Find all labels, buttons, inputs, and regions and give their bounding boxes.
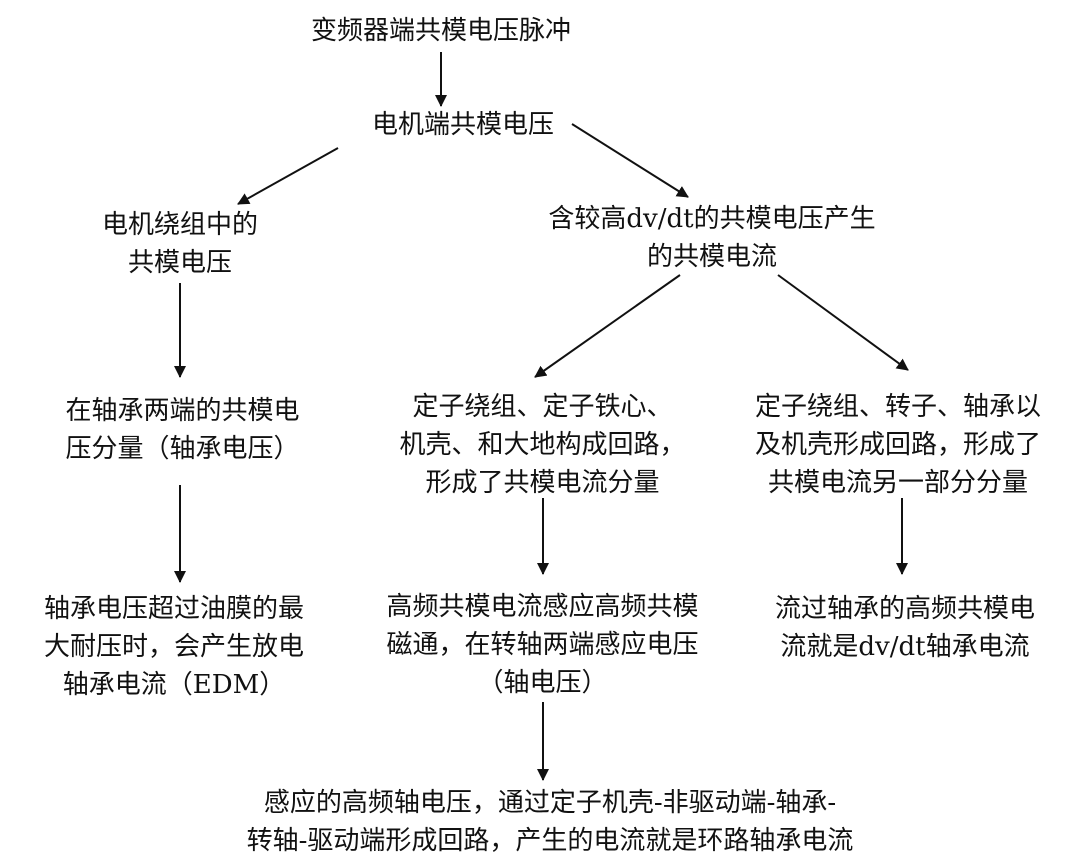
node-motor-cm-voltage: 电机端共模电压 [348,106,578,144]
arrow-motor-to-dvdt [571,123,689,198]
node-line: 轴承电流（EDM） [62,670,286,700]
node-line: 轴承电压超过油膜的最 [43,594,304,624]
node-high-dvdt-cm-current: 含较高dv/dt的共模电压产生 的共模电流 [520,200,904,276]
node-line: 定子绕组、定子铁心、 [412,392,673,422]
node-bearing-voltage: 在轴承两端的共模电 压分量（轴承电压） [40,392,325,468]
node-line: 高频共模电流感应高频共模 [386,592,699,622]
node-line: 及机壳形成回路，形成了 [754,430,1041,460]
node-line: 流过轴承的高频共模电 [774,594,1035,624]
node-line: 感应的高频轴电压，通过定子机壳-非驱动端-轴承- [263,788,837,818]
node-stator-rotor-loop: 定子绕组、转子、轴承以 及机壳形成回路，形成了 共模电流另一部分分量 [728,388,1068,502]
node-line: 机壳、和大地构成回路， [399,430,686,460]
node-line: 电机端共模电压 [371,110,554,140]
node-line: （轴电压） [477,668,608,698]
node-winding-cm-voltage: 电机绕组中的 共模电压 [80,206,280,282]
node-line: 变频器端共模电压脉冲 [310,16,571,46]
node-line: 在轴承两端的共模电 [65,396,300,426]
node-line: 流就是dv/dt轴承电流 [780,632,1030,662]
node-line: 电机绕组中的 [101,210,258,240]
arrow-dvdt-to-stator-core [534,274,681,378]
node-line: 磁通，在转轴两端感应电压 [386,630,699,660]
node-line: 定子绕组、转子、轴承以 [754,392,1041,422]
node-line: 形成了共模电流分量 [425,468,660,498]
node-line: 共模电流另一部分分量 [767,468,1028,498]
node-line: 的共模电流 [646,242,777,272]
node-line: 大耐压时，会产生放电 [43,632,304,662]
node-line: 共模电压 [127,248,232,278]
arrow-motor-to-winding [237,147,339,205]
node-loop-bearing-current: 感应的高频轴电压，通过定子机壳-非驱动端-轴承- 转轴-驱动端形成回路，产生的电… [200,784,900,860]
node-line: 转轴-驱动端形成回路，产生的电流就是环路轴承电流 [246,826,854,856]
node-dvdt-bearing-current: 流过轴承的高频共模电 流就是dv/dt轴承电流 [750,590,1060,666]
node-stator-core-loop: 定子绕组、定子铁心、 机壳、和大地构成回路， 形成了共模电流分量 [375,388,710,502]
arrow-dvdt-to-stator-rotor [777,274,909,371]
node-edm-current: 轴承电压超过油膜的最 大耐压时，会产生放电 轴承电流（EDM） [18,590,330,704]
node-inverter-cm-pulse: 变频器端共模电压脉冲 [290,12,592,50]
node-shaft-voltage: 高频共模电流感应高频共模 磁通，在转轴两端感应电压 （轴电压） [355,588,730,702]
node-line: 压分量（轴承电压） [65,434,300,464]
node-line: 含较高dv/dt的共模电压产生 [548,204,876,234]
